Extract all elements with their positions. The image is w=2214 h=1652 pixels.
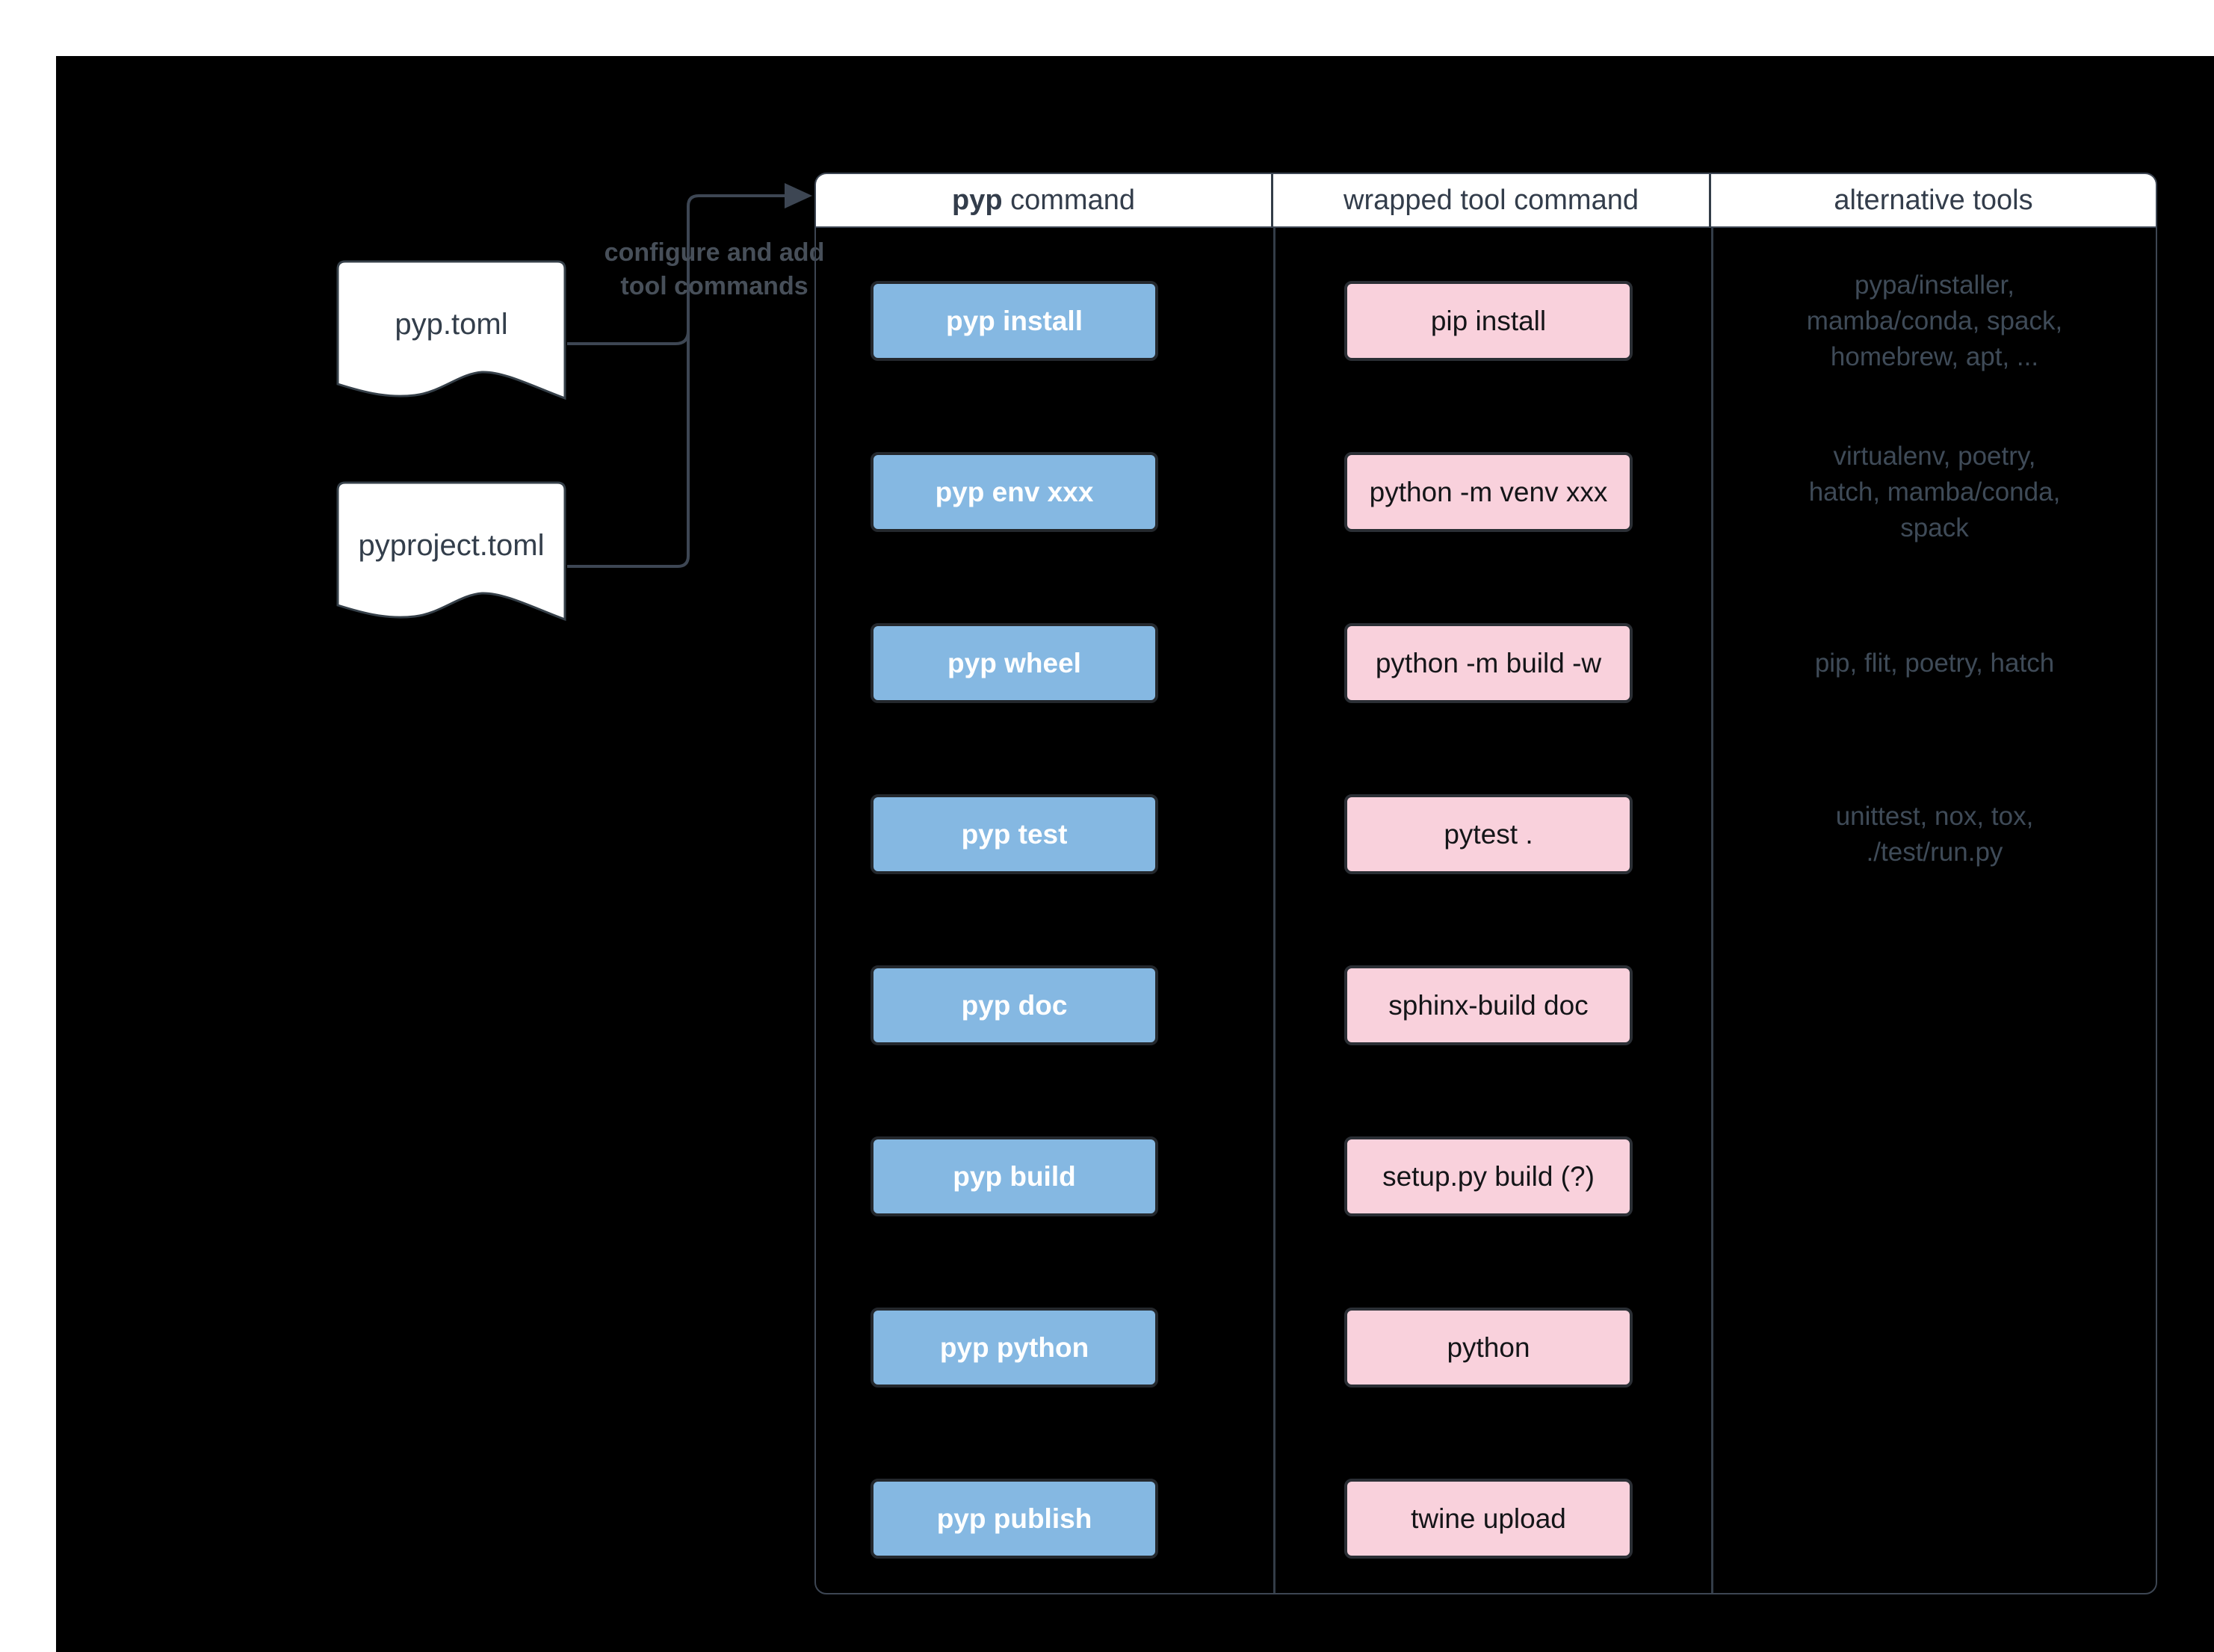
pyp-command-box: pyp env xxx: [871, 452, 1158, 532]
alternative-tools-text: virtualenv, poetry, hatch, mamba/conda, sp…: [1718, 433, 2151, 552]
file-shape-pyproject-toml: pyproject.toml: [336, 481, 566, 659]
wrapped-command-box: python: [1344, 1308, 1633, 1388]
alternative-tools-line: unittest, nox, tox,: [1835, 802, 2034, 831]
pyp-command-box: pyp publish: [871, 1479, 1158, 1559]
connector-label: configure and add tool commands: [572, 236, 856, 303]
wrapped-command-box: twine upload: [1344, 1479, 1633, 1559]
wrapped-command-box: pip install: [1344, 281, 1633, 361]
header-command-rest: command: [1002, 184, 1135, 216]
alternative-tools-line: homebrew, apt, ...: [1830, 342, 2039, 371]
column-separator: [1273, 228, 1275, 1593]
alternative-tools-text: unittest, nox, tox, ./test/run.py: [1718, 775, 2151, 894]
alternative-tools-line: pip, flit, poetry, hatch: [1814, 649, 2055, 678]
table-header-wrapped-tool-command: wrapped tool command: [1273, 174, 1711, 228]
document-icon: [336, 260, 566, 400]
alternative-tools-line: pypa/installer,: [1854, 270, 2015, 300]
alternative-tools-line: virtualenv, poetry,: [1833, 442, 2036, 471]
alternative-tools-line: spack: [1900, 513, 1969, 542]
file-shape-pyp-toml: pyp.toml: [336, 260, 566, 438]
alternative-tools-text: pypa/installer, mamba/conda, spack, homebr…: [1718, 262, 2151, 381]
alternative-tools-line: mamba/conda, spack,: [1806, 306, 2063, 335]
column-separator: [1711, 228, 1713, 1593]
wrapped-command-box: sphinx-build doc: [1344, 965, 1633, 1045]
document-icon: [336, 481, 566, 622]
connector-label-line1: configure and add: [604, 238, 825, 267]
table-header-alternative-tools: alternative tools: [1711, 174, 2156, 228]
file-label: pyproject.toml: [358, 529, 545, 562]
pyp-command-box: pyp doc: [871, 965, 1158, 1045]
file-label: pyp.toml: [395, 308, 508, 341]
pyp-command-box: pyp install: [871, 281, 1158, 361]
alternative-tools-line: hatch, mamba/conda,: [1808, 477, 2061, 507]
wrapped-command-box: python -m build -w: [1344, 623, 1633, 703]
alternative-tools-text: pip, flit, poetry, hatch: [1718, 604, 2151, 723]
command-table: pyp command wrapped tool command alterna…: [814, 173, 2157, 1594]
pyp-command-box: pyp build: [871, 1136, 1158, 1216]
wrapped-command-box: python -m venv xxx: [1344, 452, 1633, 532]
header-pyp-bold: pyp: [952, 184, 1003, 216]
pyp-command-box: pyp python: [871, 1308, 1158, 1388]
pyp-command-box: pyp test: [871, 794, 1158, 874]
pyp-command-box: pyp wheel: [871, 623, 1158, 703]
alternative-tools-line: ./test/run.py: [1866, 838, 2003, 867]
table-header-pyp-command: pyp command: [816, 174, 1273, 228]
connector-label-line2: tool commands: [620, 272, 808, 300]
wrapped-command-box: pytest .: [1344, 794, 1633, 874]
wrapped-command-box: setup.py build (?): [1344, 1136, 1633, 1216]
